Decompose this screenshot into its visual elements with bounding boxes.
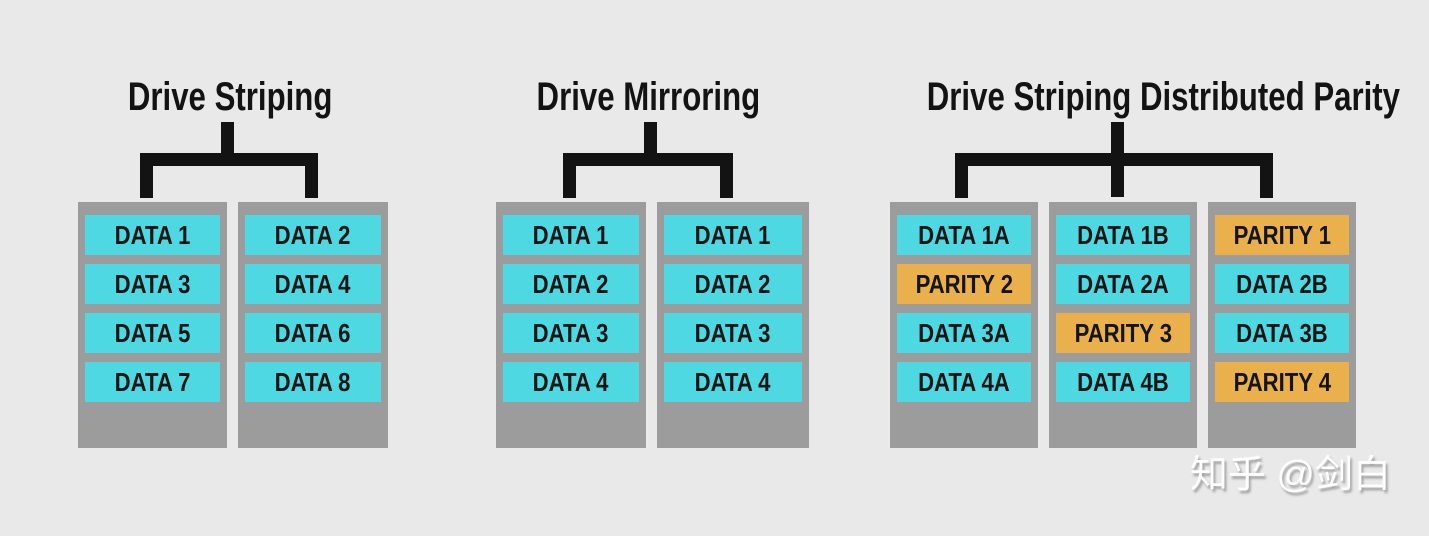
drives-row: DATA 1A PARITY 2 DATA 3A DATA 4A DATA 1B… bbox=[890, 202, 1356, 448]
block-label: PARITY 2 bbox=[915, 268, 1013, 299]
drive-block: DATA 3 bbox=[85, 264, 220, 304]
drive-block: PARITY 1 bbox=[1215, 215, 1349, 255]
group-title: Drive Mirroring bbox=[478, 76, 818, 118]
block-label: DATA 6 bbox=[275, 317, 351, 348]
block-label: DATA 4A bbox=[918, 366, 1010, 397]
drive-block: DATA 8 bbox=[245, 362, 381, 402]
group-title: Drive Striping bbox=[60, 76, 400, 118]
drive: DATA 1B DATA 2A PARITY 3 DATA 4B bbox=[1049, 202, 1197, 448]
block-label: DATA 2 bbox=[695, 268, 771, 299]
group-title-text: Drive Striping bbox=[127, 75, 333, 119]
block-label: DATA 4 bbox=[695, 366, 771, 397]
block-label: DATA 1 bbox=[695, 219, 771, 250]
drive-block: DATA 1 bbox=[85, 215, 220, 255]
drive-block: DATA 4 bbox=[245, 264, 381, 304]
drive-block: DATA 1A bbox=[897, 215, 1031, 255]
block-label: DATA 4B bbox=[1077, 366, 1169, 397]
drive: PARITY 1 DATA 2B DATA 3B PARITY 4 bbox=[1208, 202, 1356, 448]
block-label: DATA 4 bbox=[533, 366, 609, 397]
block-label: DATA 1B bbox=[1077, 219, 1169, 250]
block-label: DATA 3 bbox=[533, 317, 609, 348]
block-label: DATA 1 bbox=[114, 219, 191, 250]
connector-leg-left bbox=[140, 153, 153, 198]
block-label: DATA 2 bbox=[275, 219, 351, 250]
block-label: DATA 2A bbox=[1077, 268, 1169, 299]
connector-bar bbox=[563, 153, 733, 166]
block-label: DATA 5 bbox=[114, 317, 191, 348]
drive: DATA 1 DATA 3 DATA 5 DATA 7 bbox=[78, 202, 227, 448]
drive: DATA 1A PARITY 2 DATA 3A DATA 4A bbox=[890, 202, 1038, 448]
drive-block: DATA 3B bbox=[1215, 313, 1349, 353]
drive-block: DATA 2 bbox=[503, 264, 639, 304]
group-title-text: Drive Striping Distributed Parity bbox=[926, 75, 1401, 119]
drive-block: DATA 4A bbox=[897, 362, 1031, 402]
drive-block: DATA 2B bbox=[1215, 264, 1349, 304]
drives-row: DATA 1 DATA 2 DATA 3 DATA 4 DATA 1 DATA … bbox=[496, 202, 809, 448]
drive: DATA 2 DATA 4 DATA 6 DATA 8 bbox=[238, 202, 388, 448]
watermark: 知乎 @剑白 bbox=[1189, 454, 1391, 496]
group-title-text: Drive Mirroring bbox=[536, 75, 760, 119]
block-label: DATA 3 bbox=[114, 268, 191, 299]
block-label: DATA 1 bbox=[533, 219, 609, 250]
connector-leg-left bbox=[563, 153, 576, 198]
connector-stem bbox=[221, 122, 234, 162]
drive: DATA 1 DATA 2 DATA 3 DATA 4 bbox=[496, 202, 646, 448]
drive-block: PARITY 4 bbox=[1215, 362, 1349, 402]
drive-block: PARITY 3 bbox=[1056, 313, 1190, 353]
connector-leg-left bbox=[955, 153, 968, 198]
block-label: DATA 3B bbox=[1236, 317, 1328, 348]
drive: DATA 1 DATA 2 DATA 3 DATA 4 bbox=[657, 202, 809, 448]
block-label: PARITY 4 bbox=[1233, 366, 1331, 397]
drives-row: DATA 1 DATA 3 DATA 5 DATA 7 DATA 2 DATA … bbox=[78, 202, 388, 448]
block-label: PARITY 1 bbox=[1233, 219, 1331, 250]
drive-block: DATA 4 bbox=[664, 362, 802, 402]
connector-bar bbox=[140, 153, 318, 166]
drive-block: DATA 1B bbox=[1056, 215, 1190, 255]
block-label: DATA 4 bbox=[275, 268, 351, 299]
connector-leg-right bbox=[720, 153, 733, 198]
block-label: DATA 3 bbox=[695, 317, 771, 348]
block-label: PARITY 3 bbox=[1074, 317, 1172, 348]
block-label: DATA 8 bbox=[275, 366, 351, 397]
block-label: DATA 2 bbox=[533, 268, 609, 299]
block-label: DATA 3A bbox=[918, 317, 1010, 348]
block-label: DATA 7 bbox=[114, 366, 191, 397]
connector-stem bbox=[644, 122, 657, 162]
drive-block: DATA 7 bbox=[85, 362, 220, 402]
group-title: Drive Striping Distributed Parity bbox=[860, 76, 1400, 118]
drive-block: DATA 1 bbox=[664, 215, 802, 255]
drive-block: DATA 3 bbox=[503, 313, 639, 353]
drive-block: DATA 2A bbox=[1056, 264, 1190, 304]
drive-block: DATA 2 bbox=[245, 215, 381, 255]
block-label: DATA 1A bbox=[918, 219, 1010, 250]
connector-bar bbox=[955, 153, 1273, 166]
drive-block: DATA 1 bbox=[503, 215, 639, 255]
drive-block: DATA 6 bbox=[245, 313, 381, 353]
drive-block: DATA 5 bbox=[85, 313, 220, 353]
block-label: DATA 2B bbox=[1236, 268, 1328, 299]
drive-block: DATA 3A bbox=[897, 313, 1031, 353]
drive-block: DATA 2 bbox=[664, 264, 802, 304]
drive-block: DATA 4 bbox=[503, 362, 639, 402]
connector-leg-right bbox=[1260, 153, 1273, 198]
drive-block: PARITY 2 bbox=[897, 264, 1031, 304]
connector-leg-right bbox=[305, 153, 318, 198]
drive-block: DATA 4B bbox=[1056, 362, 1190, 402]
drive-block: DATA 3 bbox=[664, 313, 802, 353]
